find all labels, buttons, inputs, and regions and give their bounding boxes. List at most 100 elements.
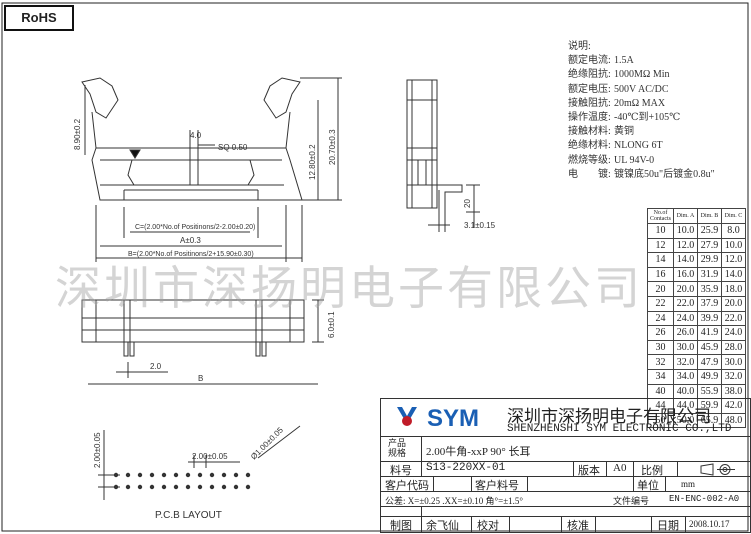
spec-row: 操作温度:-40℃到+105℃ bbox=[568, 111, 715, 125]
spec-row: 额定电流:1.5A bbox=[568, 54, 715, 68]
dim-table-header: No.of Contacts bbox=[647, 208, 674, 224]
dim-table-cell: 10.0 bbox=[720, 237, 746, 254]
spec-row: 额定电压:500V AC/DC bbox=[568, 83, 715, 97]
dim-table-cell: 50.0 bbox=[672, 412, 698, 429]
dim-table-cell: 30 bbox=[647, 339, 674, 356]
dim-table-cell: 22.0 bbox=[720, 310, 746, 327]
check-label: 校对 bbox=[477, 520, 499, 532]
dim-table-cell: 38.0 bbox=[720, 383, 746, 400]
dim-table-cell: 28.0 bbox=[720, 339, 746, 356]
dim-table-cell: 40.0 bbox=[672, 383, 698, 400]
title-block: SYM 产品 规格 2.00牛角-xxP 90° 长耳 料号 S13-220XX… bbox=[380, 398, 751, 533]
unit-value: mm bbox=[681, 479, 696, 489]
spec-row: 接触材料:黄铜 bbox=[568, 125, 715, 139]
dim-2-0: 2.0 bbox=[150, 362, 162, 371]
dim-8-90: 8.90±0.2 bbox=[73, 118, 82, 150]
dim-table-cell: 55.9 bbox=[696, 383, 722, 400]
dim-table-cell: 10.0 bbox=[672, 223, 698, 239]
spec-row: 电 镀:镀镍底50u"后镀金0.8u" bbox=[568, 168, 715, 182]
dim-b: B=(2.00*No.of Positinons/2+15.90±0.30) bbox=[128, 251, 254, 258]
dim-table-cell: 12.0 bbox=[720, 252, 746, 268]
spec-key: 绝缘阻抗: bbox=[568, 69, 611, 81]
dim-table-cell: 30.0 bbox=[720, 354, 746, 370]
spec-row: 燃烧等级:UL 94V-0 bbox=[568, 154, 715, 168]
dim-12-80: 12.80±0.2 bbox=[308, 144, 317, 180]
dim-table-cell: 29.9 bbox=[696, 252, 722, 268]
dim-table-cell: 8.0 bbox=[720, 223, 746, 239]
side-view bbox=[406, 79, 480, 232]
spec-value: NLONG 6T bbox=[614, 140, 663, 152]
company-name-cn: 深圳市深扬明电子有限公司 bbox=[507, 407, 711, 427]
dim-table-header: Dim. A bbox=[672, 208, 698, 224]
sq-label: SQ 0.50 bbox=[218, 143, 248, 152]
dim-table-cell: 35.9 bbox=[696, 281, 722, 297]
dim-table-cell: 32.0 bbox=[720, 368, 746, 385]
dim-table-cell: 10 bbox=[647, 223, 674, 239]
dim-table-cell: 47.9 bbox=[696, 354, 722, 370]
draw-value: 余飞仙 bbox=[426, 520, 459, 532]
dim-table-cell: 30.0 bbox=[672, 339, 698, 356]
dim-table-cell: 16.0 bbox=[672, 266, 698, 283]
dim-table-cell: 24 bbox=[647, 310, 674, 327]
dim-table-cell: 40 bbox=[647, 383, 674, 400]
spec-row: 接触阻抗:20mΩ MAX bbox=[568, 97, 715, 111]
scale-label: 比例 bbox=[641, 465, 663, 477]
dim-table-cell: 31.9 bbox=[696, 266, 722, 283]
projection-symbol-icon bbox=[700, 463, 735, 476]
version-label: 版本 bbox=[578, 465, 600, 477]
front-view bbox=[81, 77, 342, 262]
pcb-hole-dim: Ø1.00±0.05 bbox=[249, 425, 285, 461]
spec-value: 1000MΩ Min bbox=[614, 69, 670, 81]
spec-key: 绝缘材料: bbox=[568, 140, 611, 152]
dim-table-cell: 24.0 bbox=[672, 310, 698, 327]
product-label: 产品 规格 bbox=[388, 438, 407, 458]
cust-part-label: 客户料号 bbox=[475, 480, 519, 492]
dim-table-cell: 32.0 bbox=[672, 354, 698, 370]
spec-value: UL 94V-0 bbox=[614, 154, 655, 166]
pcb-dim-vertical: 2.00±0.05 bbox=[93, 432, 102, 468]
dim-table-cell: 22 bbox=[647, 295, 674, 312]
approve-label: 核准 bbox=[567, 520, 589, 532]
spec-value: -40℃到+105℃ bbox=[614, 112, 681, 124]
dim-table-cell: 14 bbox=[647, 252, 674, 268]
dim-table-cell: 45.9 bbox=[696, 339, 722, 356]
dim-table-cell: 18.0 bbox=[720, 281, 746, 297]
dim-table-cell: 37.9 bbox=[696, 295, 722, 312]
cust-code-label: 客户代码 bbox=[385, 480, 429, 492]
company-name-en: SHENZHENSHI SYM ELECTRONIC CO.,LTD bbox=[507, 423, 732, 435]
part-value: S13-220XX-01 bbox=[426, 462, 506, 474]
dim-table-cell: 20.0 bbox=[672, 281, 698, 297]
draw-label: 制图 bbox=[390, 520, 412, 532]
date-value: 2008.10.17 bbox=[689, 519, 730, 529]
dim-table-cell: 32 bbox=[647, 354, 674, 370]
dim-table-cell: 12 bbox=[647, 237, 674, 254]
dim-table-cell: 22.0 bbox=[672, 295, 698, 312]
doc-no-label: 文件编号 bbox=[613, 496, 650, 506]
spec-key: 额定电压: bbox=[568, 83, 611, 95]
tolerance: 公差: X=±0.25 .XX=±0.10 角°=±1.5° bbox=[385, 496, 523, 506]
dim-table-header: Dim. C bbox=[720, 208, 746, 224]
spec-key: 接触材料: bbox=[568, 126, 611, 138]
spec-key: 额定电流: bbox=[568, 55, 611, 67]
dim-table-cell: 12.0 bbox=[672, 237, 698, 254]
spec-key: 燃烧等级: bbox=[568, 154, 611, 166]
dim-table-cell: 26 bbox=[647, 325, 674, 341]
dim-4-0: 4.0 bbox=[190, 131, 202, 140]
dim-table-cell: 39.9 bbox=[696, 310, 722, 327]
label-b: B bbox=[198, 374, 203, 383]
spec-value: 20mΩ MAX bbox=[614, 97, 666, 109]
dim-table-header: Dim. B bbox=[696, 208, 722, 224]
